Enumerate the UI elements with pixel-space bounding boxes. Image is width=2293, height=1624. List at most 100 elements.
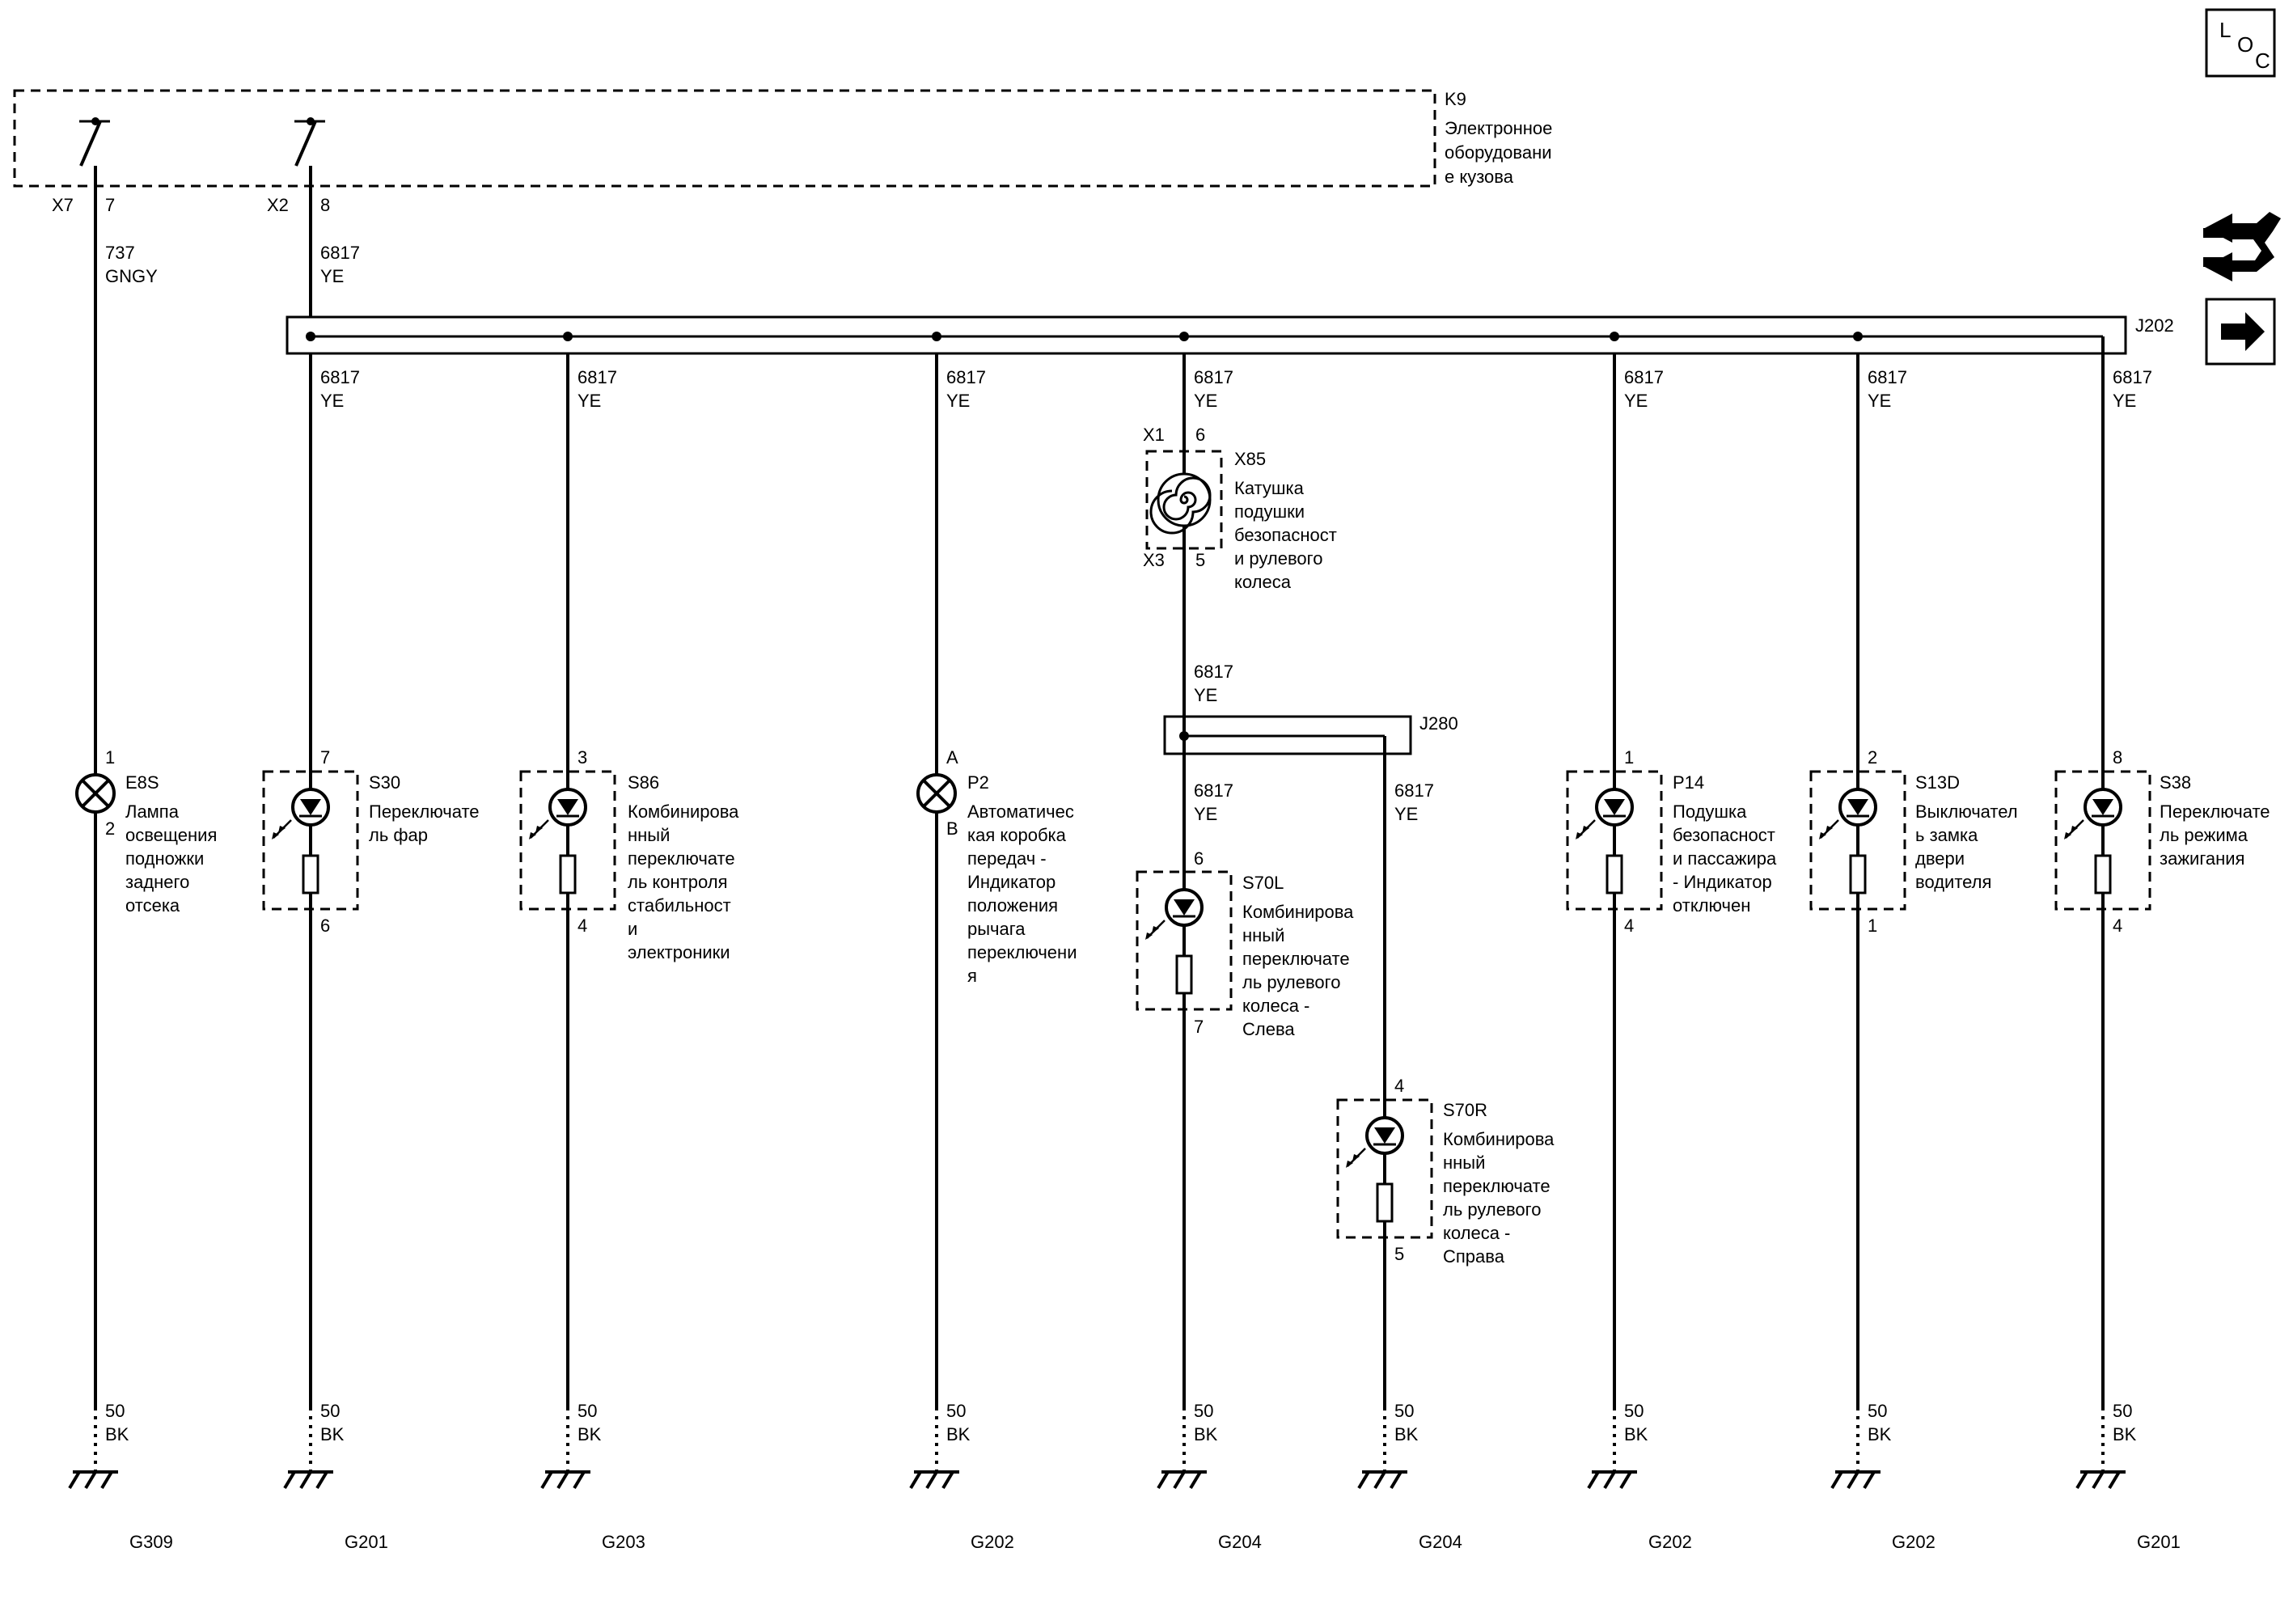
component-s30: 7 6 S30 Переключате ль фар xyxy=(262,747,480,936)
wire-color: BK xyxy=(1394,1424,1419,1444)
wire-circuit: 50 xyxy=(946,1401,966,1421)
wire-circuit: 50 xyxy=(1868,1401,1887,1421)
component-name-line: Комбинирова xyxy=(628,801,739,822)
loc-letter-c: C xyxy=(2255,49,2270,73)
pin-label: 2 xyxy=(1868,747,1877,768)
wire-color: BK xyxy=(105,1424,129,1444)
pin-label: 7 xyxy=(320,747,330,768)
wire-color: BK xyxy=(946,1424,971,1444)
wire-circuit: 50 xyxy=(1394,1401,1414,1421)
component-name-line: Справа xyxy=(1443,1246,1505,1267)
loc-badge-icon[interactable]: L O C xyxy=(2205,8,2276,78)
wire-color: BK xyxy=(1868,1424,1892,1444)
component-name-line: ь замка xyxy=(1915,825,1978,845)
wire-circuit: 6817 xyxy=(1624,367,1664,387)
pin-label: 7 xyxy=(1194,1017,1204,1037)
wire-circuit: 6817 xyxy=(1868,367,1907,387)
component-name-line: зажигания xyxy=(2160,848,2244,869)
component-name-line: я xyxy=(967,966,977,986)
component-ref: E8S xyxy=(125,772,159,793)
wire-circuit: 6817 xyxy=(320,243,360,263)
wire-color: BK xyxy=(1624,1424,1648,1444)
component-name-line: Индикатор xyxy=(967,872,1056,892)
wire-circuit: 6817 xyxy=(1194,662,1233,682)
component-s13d: 2 1 S13D Выключател ь замка двери водите… xyxy=(1809,747,2018,936)
component-name-line: рычага xyxy=(967,919,1026,939)
wires xyxy=(94,188,2105,1407)
splice-ref: J202 xyxy=(2135,315,2174,336)
connector-plug-icon[interactable] xyxy=(2203,212,2281,281)
component-name-line: кая коробка xyxy=(967,825,1067,845)
component-name-line: и xyxy=(628,919,637,939)
connector-label: X7 xyxy=(52,195,74,215)
component-name-line: переключени xyxy=(967,942,1077,962)
pin-label: 8 xyxy=(2113,747,2122,768)
component-ref: P14 xyxy=(1673,772,1704,793)
component-s86: 3 4 S86 Комбинирова нный переключате ль … xyxy=(519,747,739,962)
pin-label: 1 xyxy=(1868,916,1877,936)
splice-ref: J280 xyxy=(1419,713,1458,734)
lamp-icon xyxy=(916,773,957,814)
ground-g4: 50 BK G202 xyxy=(909,1401,1014,1552)
component-ref: S70L xyxy=(1242,873,1284,893)
component-name-line: ль фар xyxy=(369,825,428,845)
splice-j280: J280 xyxy=(1163,713,1458,755)
component-ref: P2 xyxy=(967,772,989,793)
component-name-line: нный xyxy=(1443,1152,1485,1173)
ground-ref: G203 xyxy=(602,1532,645,1552)
component-ref: S30 xyxy=(369,772,400,793)
component-name-line: нный xyxy=(628,825,670,845)
component-name-line: стабильност xyxy=(628,895,731,916)
component-name-line: переключате xyxy=(1443,1176,1551,1196)
wire-circuit: 6817 xyxy=(1394,780,1434,801)
component-name-line: ль режима xyxy=(2160,825,2249,845)
ground-g5: 50 BK G204 xyxy=(1157,1401,1262,1552)
wire-circuit: 737 xyxy=(105,243,135,263)
component-name-line: колеса xyxy=(1234,572,1292,592)
wire-color: YE xyxy=(320,391,344,411)
pin-label: A xyxy=(946,747,958,768)
wire-circuit: 50 xyxy=(105,1401,125,1421)
wire-color: YE xyxy=(1394,804,1418,824)
module-ref: K9 xyxy=(1445,89,1466,109)
wire-color: YE xyxy=(2113,391,2136,411)
ground-g8: 50 BK G202 xyxy=(1830,1401,1936,1552)
component-name-line: колеса - xyxy=(1242,996,1309,1016)
wire-color: GNGY xyxy=(105,266,158,286)
component-name-line: водителя xyxy=(1915,872,1991,892)
wire-color: YE xyxy=(577,391,601,411)
component-s38: 8 4 S38 Переключате ль режима зажигания xyxy=(2054,747,2270,936)
component-name-line: Комбинирова xyxy=(1242,902,1354,922)
component-name-line: безопасност xyxy=(1234,525,1337,545)
component-name-line: и пассажира xyxy=(1673,848,1777,869)
ground-ref: G204 xyxy=(1419,1532,1462,1552)
ground-ref: G202 xyxy=(1892,1532,1936,1552)
pin-label: 6 xyxy=(1194,848,1204,869)
wire-circuit: 6817 xyxy=(577,367,617,387)
component-name-line: переключате xyxy=(1242,949,1350,969)
ground-ref: G201 xyxy=(2137,1532,2181,1552)
component-name-line: Переключате xyxy=(2160,801,2270,822)
component-name-line: Выключател xyxy=(1915,801,2018,822)
component-name-line: положения xyxy=(967,895,1058,916)
wire-color: YE xyxy=(1868,391,1891,411)
wire-color: YE xyxy=(1624,391,1648,411)
component-name-line: и рулевого xyxy=(1234,548,1322,569)
wire-circuit: 6817 xyxy=(946,367,986,387)
component-name-line: Слева xyxy=(1242,1019,1295,1039)
led-switch-icon xyxy=(262,770,359,911)
pin-label: 4 xyxy=(1394,1076,1404,1096)
led-switch-icon xyxy=(519,770,616,911)
component-e8s: 1 2 E8S Лампа освещения подножки заднего… xyxy=(75,747,217,916)
arrow-right-icon[interactable] xyxy=(2205,298,2276,366)
wire-circuit: 6817 xyxy=(1194,367,1233,387)
wire-color: BK xyxy=(2113,1424,2137,1444)
component-name-line: передач - xyxy=(967,848,1047,869)
component-name-line: подножки xyxy=(125,848,204,869)
module-name-line-3: е кузова xyxy=(1445,167,1514,187)
wire-color: YE xyxy=(946,391,970,411)
pin-label: 4 xyxy=(577,916,587,936)
component-name-line: переключате xyxy=(628,848,735,869)
branch-labels: 6817 YE 6817 YE 6817 YE 6817 YE 6817 YE … xyxy=(320,367,2152,411)
component-name-line: подушки xyxy=(1234,501,1305,522)
